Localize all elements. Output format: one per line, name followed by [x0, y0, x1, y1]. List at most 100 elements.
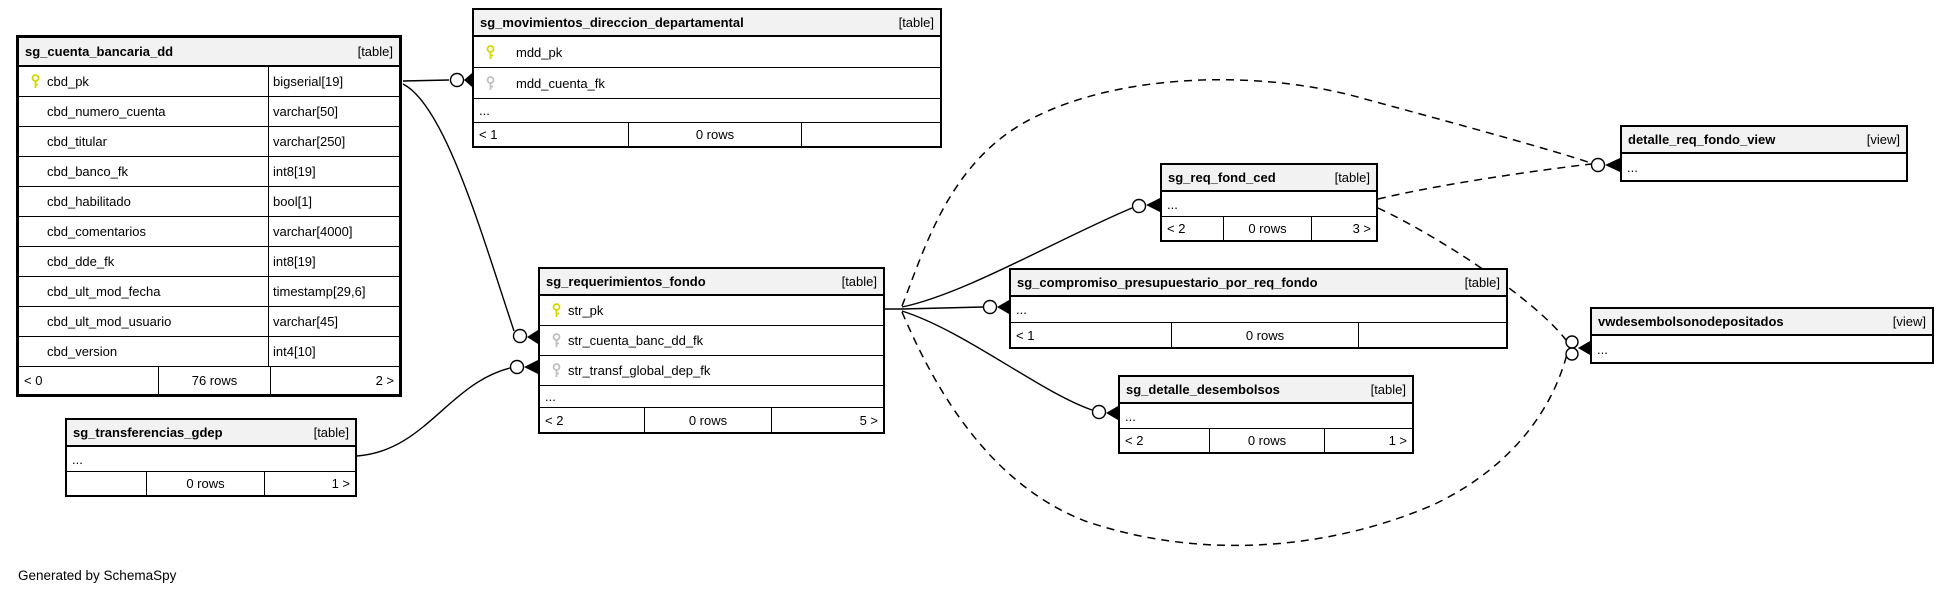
table-name[interactable]: sg_movimientos_direccion_departamental [480, 15, 744, 30]
table-sg-req-fond-ced[interactable]: sg_req_fond_ced [table] ... < 2 0 rows 3… [1160, 163, 1378, 242]
view-vwdesembolsonodepositados[interactable]: vwdesembolsonodepositados [view] ... [1590, 307, 1934, 364]
pager-prev[interactable]: < 1 [474, 123, 629, 146]
pager-prev[interactable]: < 1 [1011, 323, 1172, 347]
table-sg-detalle-desembolsos[interactable]: sg_detalle_desembolsos [table] ... < 2 0… [1118, 375, 1414, 454]
table-sg-transferencias-gdep[interactable]: sg_transferencias_gdep [table] ... 0 row… [65, 418, 357, 497]
column-row: mdd_cuenta_fk [474, 68, 940, 99]
primary-key-icon [544, 303, 568, 318]
column-row: cbd_pk bigserial[19] [19, 67, 399, 97]
pager-prev[interactable]: < 2 [540, 408, 645, 432]
primary-key-icon [478, 44, 502, 60]
pager-prev[interactable]: < 2 [1162, 217, 1224, 240]
table-name[interactable]: sg_transferencias_gdep [73, 425, 223, 440]
column-name: str_pk [568, 303, 604, 318]
pager-next[interactable]: 5 > [859, 412, 878, 428]
table-kind: [table] [357, 44, 393, 59]
column-row: cbd_ult_mod_usuario varchar[45] [19, 307, 399, 337]
table-sg-requerimientos-fondo[interactable]: sg_requerimientos_fondo [table] str_pk s… [538, 267, 885, 434]
pager-next[interactable]: 1 > [1388, 433, 1407, 448]
pager-next[interactable]: 1 > [331, 476, 350, 491]
rel-requerimientos-to-compromiso [901, 306, 984, 310]
table-name[interactable]: vwdesembolsonodepositados [1598, 314, 1784, 329]
column-type: timestamp[29,6] [273, 284, 366, 299]
primary-key-icon [23, 74, 47, 89]
table-kind: [table] [1334, 170, 1370, 185]
column-type: varchar[50] [273, 104, 339, 119]
column-row: str_pk [540, 296, 883, 326]
column-row: str_transf_global_dep_fk [540, 356, 883, 386]
table-kind: [table] [898, 15, 934, 30]
row-count: 0 rows [1210, 429, 1325, 452]
column-name: str_transf_global_dep_fk [568, 363, 711, 378]
row-count: 0 rows [147, 472, 265, 495]
table-kind: [table] [1464, 275, 1500, 290]
row-count: 76 rows [159, 367, 271, 394]
pager-prev[interactable]: < 0 [19, 367, 159, 394]
rel-req-fond-ced-to-detalle-req-fondo-view [1377, 163, 1592, 200]
column-type: varchar[45] [273, 314, 339, 329]
hidden-columns-ellipsis: ... [1597, 341, 1608, 357]
column-name: str_cuenta_banc_dd_fk [568, 333, 704, 348]
column-name: mdd_cuenta_fk [516, 75, 605, 91]
generated-by-note: Generated by SchemaSpy [18, 568, 177, 583]
table-footer: < 1 0 rows [474, 123, 940, 146]
column-row: cbd_habilitado bool[1] [19, 187, 399, 217]
column-name: cbd_titular [47, 134, 107, 149]
column-type: bigserial[19] [273, 74, 344, 89]
pager-prev[interactable]: < 2 [1120, 429, 1210, 452]
table-footer: < 0 76 rows 2 > [19, 367, 399, 394]
column-row: cbd_comentarios varchar[4000] [19, 217, 399, 247]
table-footer: < 1 0 rows [1011, 323, 1506, 347]
table-name[interactable]: sg_requerimientos_fondo [546, 274, 706, 289]
column-type: bool[1] [273, 194, 313, 209]
column-row: mdd_pk [474, 37, 940, 68]
table-sg-compromiso-presupuestario-por-req-fondo[interactable]: sg_compromiso_presupuestario_por_req_fon… [1009, 268, 1508, 349]
row-count: 0 rows [645, 408, 772, 432]
table-name[interactable]: sg_cuenta_bancaria_dd [25, 44, 174, 59]
column-name: cbd_comentarios [47, 224, 146, 239]
table-kind: [table] [841, 274, 877, 289]
hidden-columns-ellipsis: ... [1627, 159, 1638, 175]
row-count: 0 rows [1224, 217, 1312, 240]
table-name[interactable]: sg_compromiso_presupuestario_por_req_fon… [1017, 275, 1318, 290]
table-name[interactable]: sg_req_fond_ced [1168, 170, 1276, 185]
column-type: int4[10] [273, 344, 316, 359]
pager-prev [67, 472, 147, 495]
hidden-columns-ellipsis: ... [540, 386, 883, 408]
hidden-columns-ellipsis: ... [1162, 192, 1376, 217]
column-row: cbd_numero_cuenta varchar[50] [19, 97, 399, 127]
view-detalle-req-fondo-view[interactable]: detalle_req_fondo_view [view] ... [1620, 125, 1908, 182]
column-row: cbd_banco_fk int8[19] [19, 157, 399, 187]
table-kind: [table] [313, 425, 349, 440]
table-name[interactable]: sg_detalle_desembolsos [1126, 382, 1280, 397]
row-count: 0 rows [629, 123, 802, 146]
pager-next[interactable]: 3 > [1352, 221, 1371, 236]
table-name[interactable]: detalle_req_fondo_view [1628, 132, 1776, 147]
hidden-columns-ellipsis: ... [1011, 297, 1506, 323]
foreign-key-icon [544, 363, 568, 378]
foreign-key-icon [544, 333, 568, 348]
hidden-columns-ellipsis: ... [474, 99, 940, 123]
pager-next [1359, 323, 1506, 347]
column-type: int8[19] [273, 254, 316, 269]
column-row: cbd_titular varchar[250] [19, 127, 399, 157]
table-sg-movimientos-direccion-departamental[interactable]: sg_movimientos_direccion_departamental [… [472, 8, 942, 148]
table-footer: < 2 0 rows 5 > [540, 408, 883, 432]
hidden-columns-ellipsis: ... [1120, 404, 1412, 429]
column-name: cbd_numero_cuenta [47, 104, 166, 119]
table-kind: [view] [1866, 132, 1900, 147]
table-sg-cuenta-bancaria-dd[interactable]: sg_cuenta_bancaria_dd [table] cbd_pk big… [16, 35, 402, 397]
column-name: cbd_version [47, 344, 118, 359]
column-type: varchar[4000] [273, 224, 353, 239]
hidden-columns-ellipsis: ... [67, 447, 355, 472]
column-row: str_cuenta_banc_dd_fk [540, 326, 883, 356]
foreign-key-icon [478, 75, 502, 91]
row-count: 0 rows [1172, 323, 1359, 347]
pager-next[interactable]: 2 > [375, 373, 394, 388]
table-footer: < 2 0 rows 1 > [1120, 429, 1412, 452]
column-row: cbd_version int4[10] [19, 337, 399, 367]
table-footer: < 2 0 rows 3 > [1162, 217, 1376, 240]
column-type: int8[19] [273, 164, 316, 179]
column-row: cbd_dde_fk int8[19] [19, 247, 399, 277]
